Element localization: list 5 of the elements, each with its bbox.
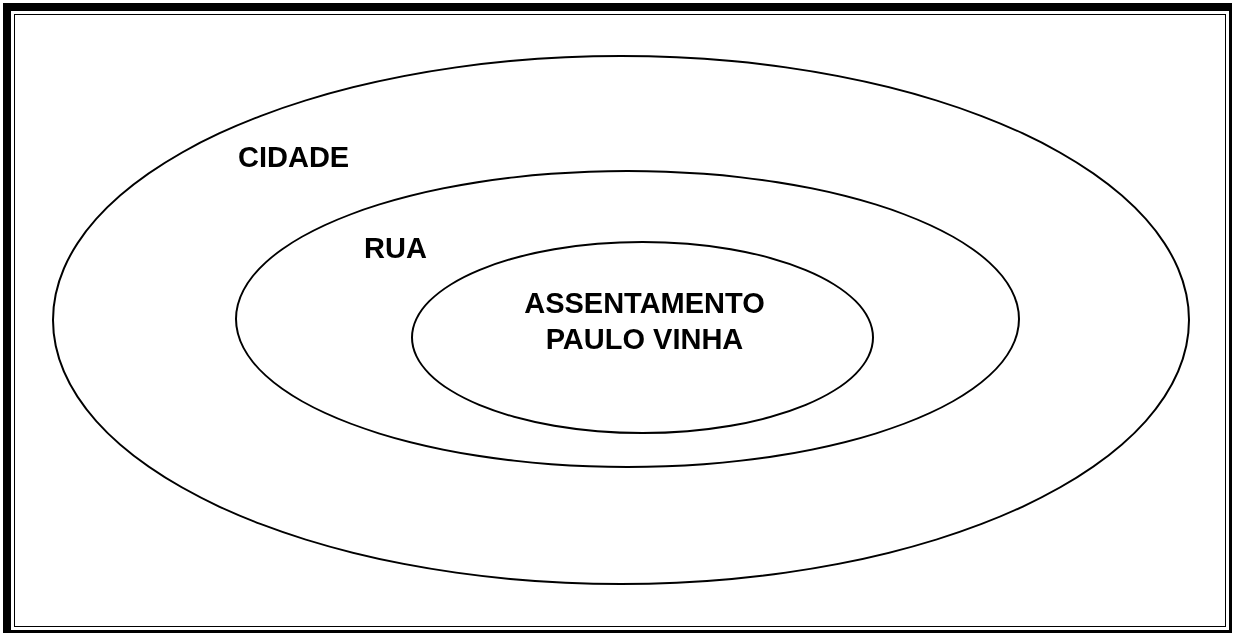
region-label: RUA <box>364 231 427 266</box>
ellipse-region <box>52 55 1190 585</box>
region-label: ASSENTAMENTO PAULO VINHA <box>523 286 766 357</box>
region-label: CIDADE <box>238 140 350 175</box>
ellipse-region <box>235 170 1020 468</box>
